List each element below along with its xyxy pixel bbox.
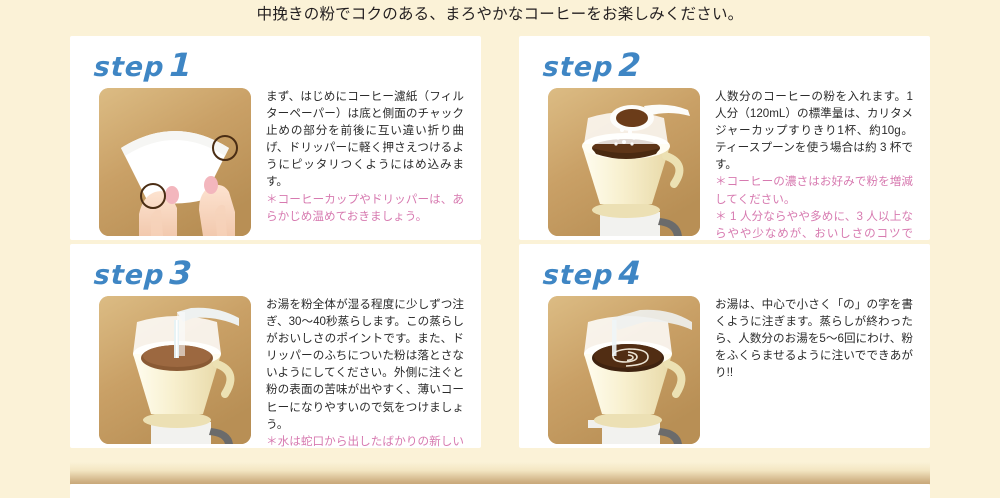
step-body-2: 人数分のコーヒーの粉を入れます。1 人分（120mL）の標準量は、カリタメジャー…	[715, 88, 913, 240]
step-body-1: まず、はじめにコーヒー濾紙（フィルターペーパー）は底と側面のチャック止めの部分を…	[266, 88, 464, 225]
step-number-1: 1	[168, 46, 193, 84]
step-note-2: ＊コーヒーの濃さはお好みで粉を増減してください。	[715, 175, 913, 206]
page-headline: 中挽きの粉でコクのある、まろやかなコーヒーをお楽しみください。	[256, 6, 744, 23]
step-note-3: ＊水は蛇口から出したばかりの新しい水を沸騰させてください。	[266, 434, 464, 448]
step-number-3: 3	[168, 254, 193, 292]
step-body-text-4: お湯は、中心で小さく「の」の字を書くように注ぎます。蒸らしが終わったら、人数分の…	[715, 298, 913, 380]
step-body-4: お湯は、中心で小さく「の」の字を書くように注ぎます。蒸らしが終わったら、人数分の…	[715, 296, 913, 381]
step-number-4: 4	[617, 254, 642, 292]
step-image-1	[99, 88, 251, 236]
step-label-1: step	[93, 52, 166, 83]
step-image-2	[548, 88, 700, 236]
step-label-2: step	[542, 52, 615, 83]
bottom-panel	[70, 484, 930, 498]
step-body-text-2: 人数分のコーヒーの粉を入れます。1 人分（120mL）の標準量は、カリタメジャー…	[715, 90, 913, 172]
step-image-4	[548, 296, 700, 444]
step-body-text-3: お湯を粉全体が湿る程度に少しずつ注ぎ、30〜40秒蒸らします。この蒸らしがおいし…	[266, 298, 464, 431]
step-label-3: step	[93, 260, 166, 291]
step-body-3: お湯を粉全体が湿る程度に少しずつ注ぎ、30〜40秒蒸らします。この蒸らしがおいし…	[266, 296, 464, 448]
step-label-4: step	[542, 260, 615, 291]
step-note-1: ＊コーヒーカップやドリッパーは、あらかじめ温めておきましょう。	[266, 192, 464, 223]
step-note2-2: ＊ 1 人分ならやや多めに、3 人以上ならやや少なめが、おいしさのコツです。	[715, 209, 913, 240]
step-number-2: 2	[617, 46, 642, 84]
step-image-3	[99, 296, 251, 444]
step-body-text-1: まず、はじめにコーヒー濾紙（フィルターペーパー）は底と側面のチャック止めの部分を…	[266, 90, 464, 189]
bottom-gradient-band	[70, 462, 930, 484]
